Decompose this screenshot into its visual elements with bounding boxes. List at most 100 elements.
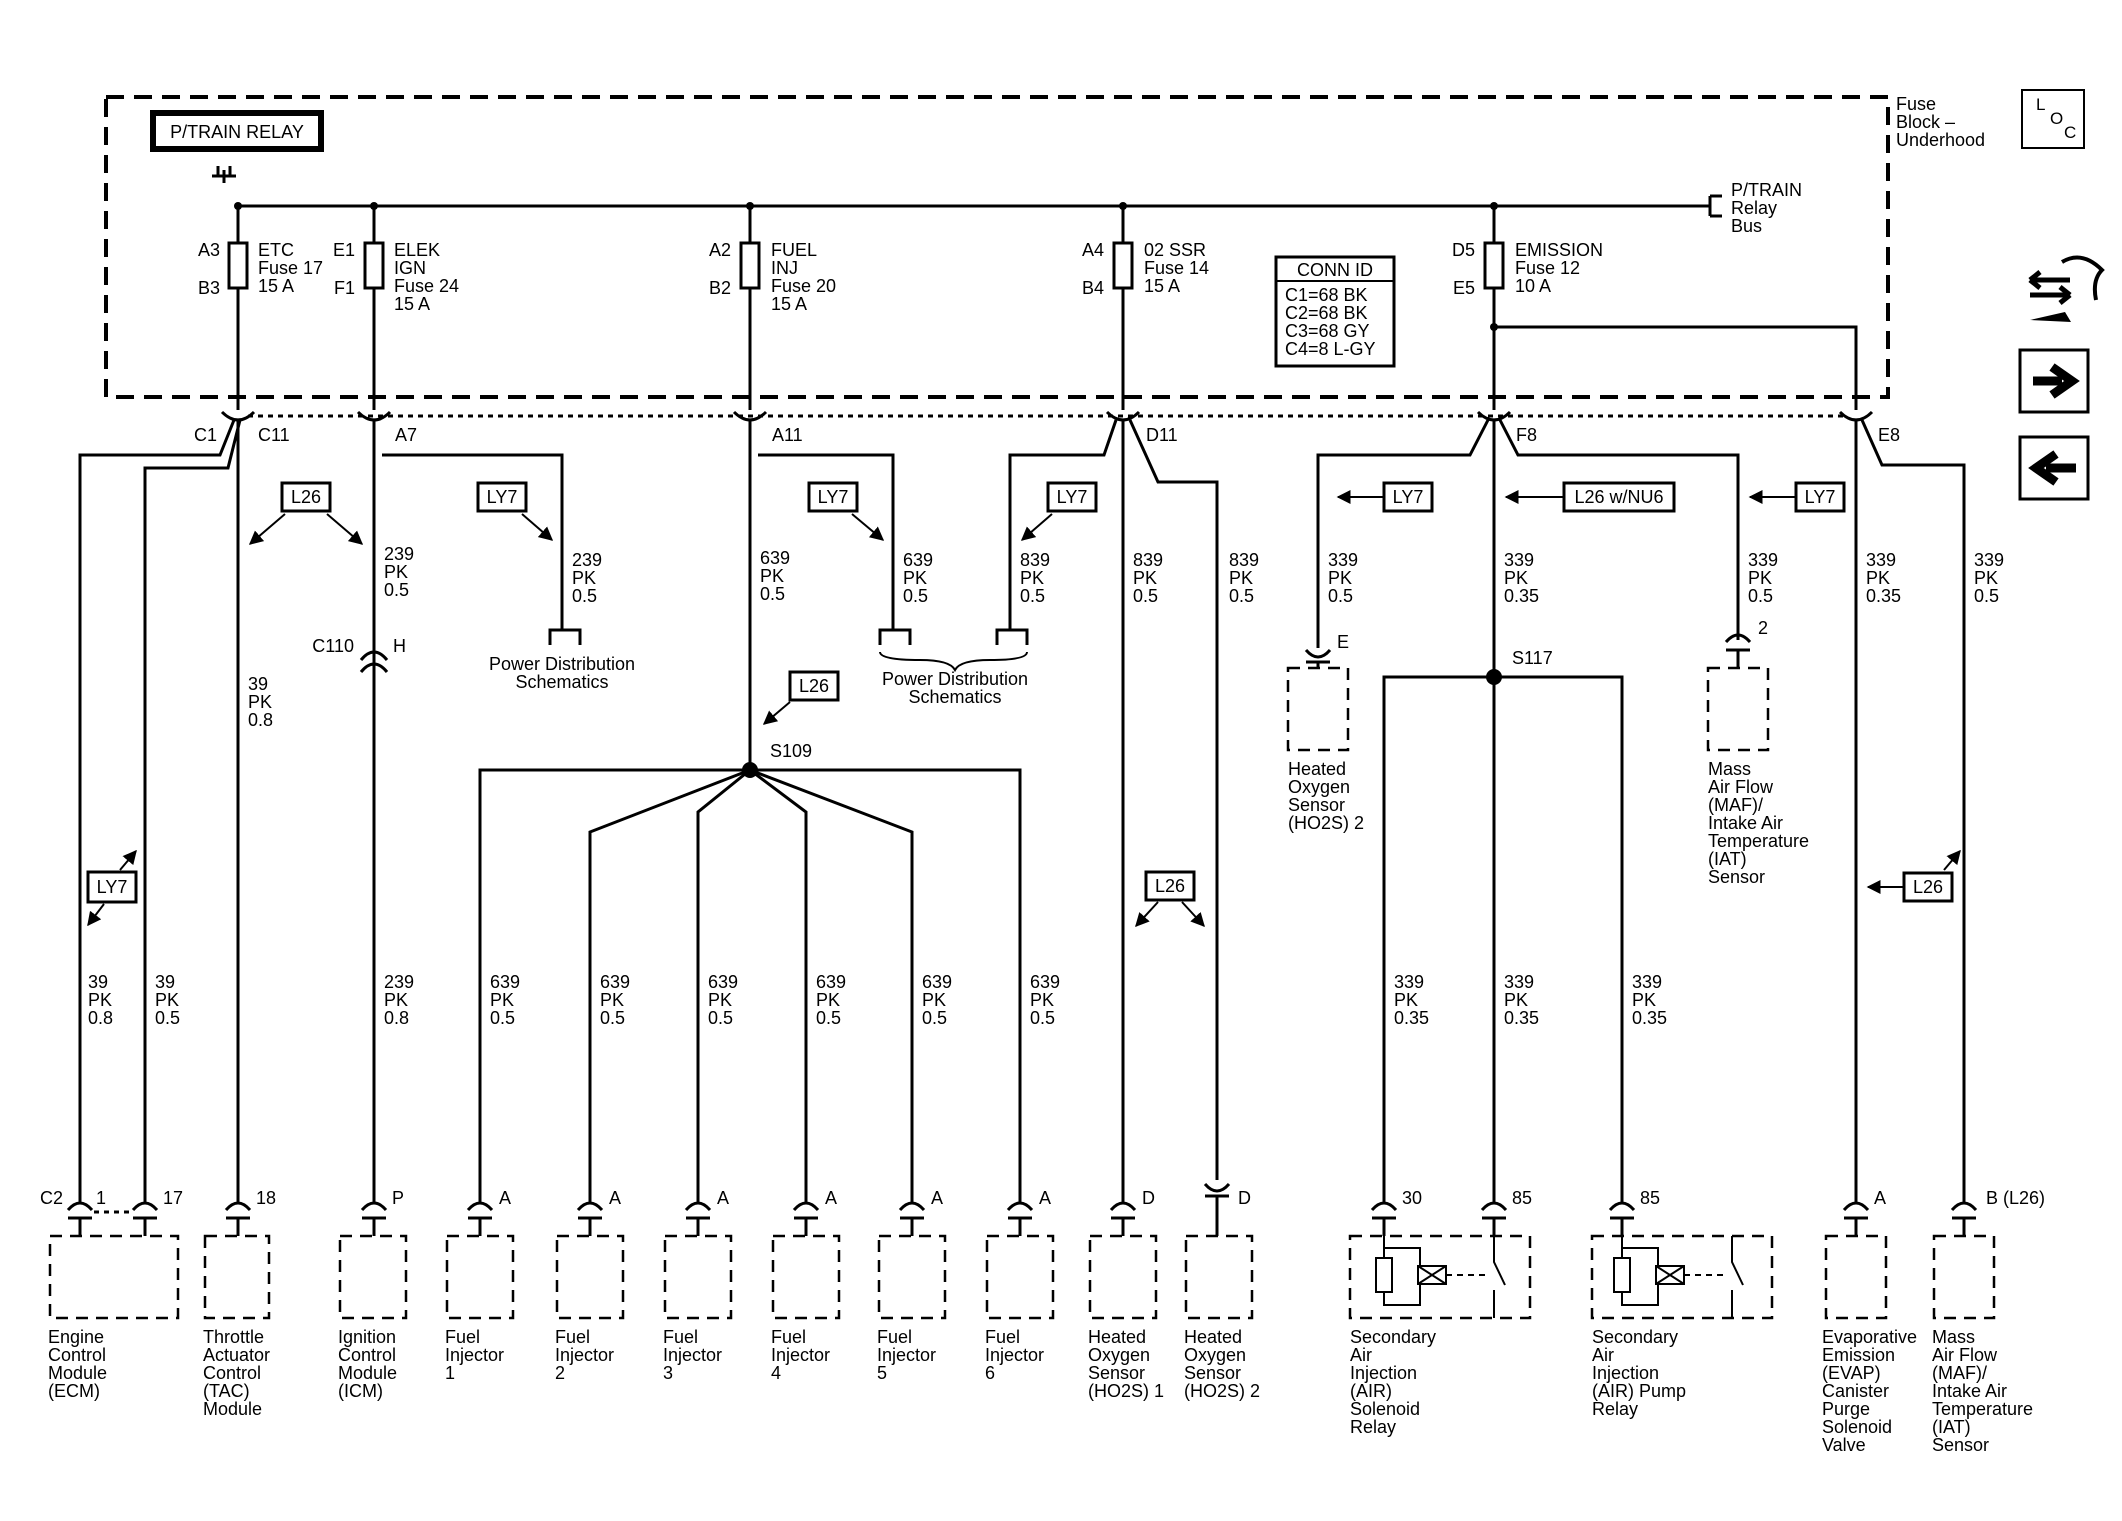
- svg-text:0.5: 0.5: [1133, 586, 1158, 606]
- svg-text:PK: PK: [155, 990, 179, 1010]
- svg-text:INJ: INJ: [771, 258, 798, 278]
- wire-label-339-maf-bottom: 339 PK 0.5: [1974, 550, 2004, 606]
- svg-text:15 A: 15 A: [394, 294, 430, 314]
- svg-text:C1: C1: [194, 425, 217, 445]
- component-maf-bottom: B (L26) Mass Air Flow (MAF)/ Intake Air …: [1932, 1188, 2045, 1455]
- svg-text:O: O: [2050, 109, 2063, 128]
- svg-text:Sensor: Sensor: [1932, 1435, 1989, 1455]
- svg-text:L: L: [2036, 95, 2045, 114]
- wire-label-839-pds: 839 PK 0.5: [1020, 550, 1050, 606]
- svg-text:Power Distribution: Power Distribution: [882, 669, 1028, 689]
- svg-text:LY7: LY7: [1805, 487, 1836, 507]
- wire-label-839-ho2s2: 839 PK 0.5: [1229, 550, 1259, 606]
- svg-text:639: 639: [490, 972, 520, 992]
- svg-text:Emission: Emission: [1822, 1345, 1895, 1365]
- svg-text:85: 85: [1640, 1188, 1660, 1208]
- svg-text:Air: Air: [1350, 1345, 1372, 1365]
- svg-text:E5: E5: [1453, 278, 1475, 298]
- svg-text:PK: PK: [248, 692, 272, 712]
- svg-text:(MAF)/: (MAF)/: [1932, 1363, 1987, 1383]
- svg-text:Block –: Block –: [1896, 112, 1955, 132]
- svg-text:17: 17: [163, 1188, 183, 1208]
- wire-maf-bottom: [1860, 419, 1966, 1203]
- svg-text:15 A: 15 A: [258, 276, 294, 296]
- svg-text:0.5: 0.5: [490, 1008, 515, 1028]
- wire-label-inj1: 639 PK 0.5: [490, 972, 520, 1028]
- svg-text:B4: B4: [1082, 278, 1104, 298]
- svg-text:LY7: LY7: [487, 487, 518, 507]
- svg-text:239: 239: [384, 544, 414, 564]
- fuse-etc: A3 B3 ETC Fuse 17 15 A: [198, 202, 323, 410]
- svg-text:(MAF)/: (MAF)/: [1708, 795, 1763, 815]
- svg-text:Power Distribution: Power Distribution: [489, 654, 635, 674]
- wire-label-inj5: 639 PK 0.5: [922, 972, 952, 1028]
- tag-l26-s109: L26: [762, 670, 840, 725]
- svg-text:Fuse 14: Fuse 14: [1144, 258, 1209, 278]
- svg-text:3: 3: [663, 1363, 673, 1383]
- svg-text:Evaporative: Evaporative: [1822, 1327, 1917, 1347]
- tag-ly7-f8-right: LY7: [1748, 481, 1846, 513]
- svg-text:D: D: [1142, 1188, 1155, 1208]
- svg-text:639: 639: [903, 550, 933, 570]
- svg-text:(HO2S) 2: (HO2S) 2: [1184, 1381, 1260, 1401]
- svg-text:PK: PK: [384, 562, 408, 582]
- svg-text:0.5: 0.5: [1748, 586, 1773, 606]
- svg-text:Bus: Bus: [1731, 216, 1762, 236]
- svg-text:(EVAP): (EVAP): [1822, 1363, 1881, 1383]
- tag-ly7-a11: LY7: [807, 481, 885, 541]
- svg-text:0.5: 0.5: [1229, 586, 1254, 606]
- svg-text:(IAT): (IAT): [1708, 849, 1747, 869]
- svg-text:639: 639: [708, 972, 738, 992]
- wire-label-inj6: 639 PK 0.5: [1030, 972, 1060, 1028]
- svg-text:PK: PK: [1229, 568, 1253, 588]
- svg-text:(AIR) Pump: (AIR) Pump: [1592, 1381, 1686, 1401]
- svg-text:Injection: Injection: [1350, 1363, 1417, 1383]
- svg-text:339: 339: [1632, 972, 1662, 992]
- svg-text:0.5: 0.5: [155, 1008, 180, 1028]
- svg-text:Air Flow: Air Flow: [1932, 1345, 1998, 1365]
- svg-text:D11: D11: [1146, 425, 1178, 445]
- svg-text:A: A: [931, 1188, 943, 1208]
- svg-text:PK: PK: [1133, 568, 1157, 588]
- svg-text:339: 339: [1748, 550, 1778, 570]
- location-view-button[interactable]: L O C: [2021, 89, 2085, 149]
- svg-text:Fuse 20: Fuse 20: [771, 276, 836, 296]
- svg-text:Injector: Injector: [663, 1345, 722, 1365]
- svg-text:Module: Module: [48, 1363, 107, 1383]
- svg-text:4: 4: [771, 1363, 781, 1383]
- svg-text:639: 639: [760, 548, 790, 568]
- svg-text:D: D: [1238, 1188, 1251, 1208]
- wire-a11-pds: [758, 453, 895, 630]
- svg-text:0.5: 0.5: [1974, 586, 1999, 606]
- svg-text:P/TRAIN RELAY: P/TRAIN RELAY: [170, 122, 304, 142]
- svg-text:P/TRAIN: P/TRAIN: [1731, 180, 1802, 200]
- svg-text:L26 w/NU6: L26 w/NU6: [1574, 487, 1663, 507]
- svg-text:5: 5: [877, 1363, 887, 1383]
- tag-ly7-d11: LY7: [1020, 481, 1098, 541]
- svg-text:Fuel: Fuel: [877, 1327, 912, 1347]
- svg-text:PK: PK: [384, 990, 408, 1010]
- svg-text:B (L26): B (L26): [1986, 1188, 2045, 1208]
- svg-text:Canister: Canister: [1822, 1381, 1889, 1401]
- svg-text:PK: PK: [1748, 568, 1772, 588]
- tag-ly7-a7: LY7: [476, 481, 554, 541]
- wire-ho2s2: [1128, 419, 1219, 1180]
- svg-text:Intake Air: Intake Air: [1932, 1381, 2007, 1401]
- svg-text:Heated: Heated: [1288, 759, 1346, 779]
- svg-text:0.35: 0.35: [1504, 586, 1539, 606]
- svg-text:0.5: 0.5: [1328, 586, 1353, 606]
- next-page-button[interactable]: [2018, 348, 2090, 414]
- svg-text:(HO2S) 2: (HO2S) 2: [1288, 813, 1364, 833]
- svg-text:Mass: Mass: [1932, 1327, 1975, 1347]
- fuse-fuel-inj: A2 B2 FUEL INJ Fuse 20 15 A: [709, 202, 836, 410]
- svg-text:Injector: Injector: [555, 1345, 614, 1365]
- svg-text:CONN ID: CONN ID: [1297, 260, 1373, 280]
- wire-label-39-ecm-b: 39 PK 0.5: [155, 972, 180, 1028]
- component-navigation-icon[interactable]: [2028, 255, 2105, 323]
- previous-page-button[interactable]: [2018, 435, 2090, 501]
- svg-text:PK: PK: [1974, 568, 1998, 588]
- svg-text:0.35: 0.35: [1394, 1008, 1429, 1028]
- wire-a7-pds: [382, 453, 564, 630]
- svg-text:Sensor: Sensor: [1708, 867, 1765, 887]
- svg-text:Module: Module: [203, 1399, 262, 1419]
